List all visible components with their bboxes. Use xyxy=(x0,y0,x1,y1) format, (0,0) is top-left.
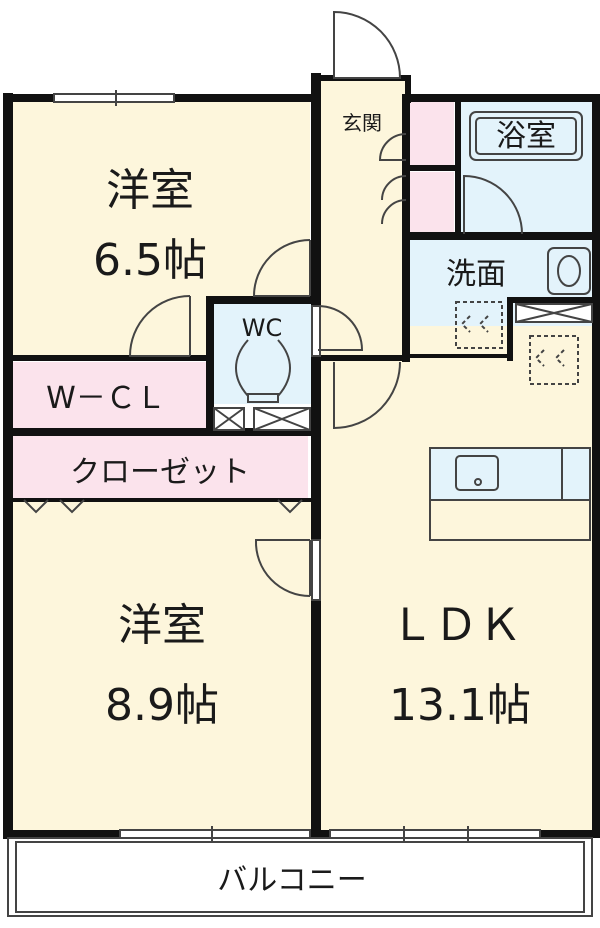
kitchen-counter xyxy=(429,447,591,541)
ldk-size: 13.1帖 xyxy=(389,680,531,731)
closet-label: クローゼット xyxy=(70,455,250,490)
vent-marks xyxy=(213,303,593,431)
walk-in-closet-label: W－ＣＬ xyxy=(46,381,166,416)
ldk-name: ＬＤＫ xyxy=(390,600,522,651)
western-room-1-name: 洋室 xyxy=(106,165,194,216)
closet-door-marks xyxy=(23,499,303,514)
western-room-2-door xyxy=(254,539,311,597)
toilet-door xyxy=(317,305,364,351)
bathroom-door xyxy=(463,174,523,235)
bathroom-label: 浴室 xyxy=(496,119,556,154)
walk-in-closet-area xyxy=(10,362,208,428)
walls xyxy=(3,73,600,839)
wash-basin-icon xyxy=(547,247,591,295)
room-fills xyxy=(8,80,594,914)
labels: 洋室 6.5帖 W－ＣＬ クローゼット WC 玄関 浴室 洗面 洋室 8.9帖 … xyxy=(46,111,556,898)
western-room-2-name: 洋室 xyxy=(118,600,206,651)
western-room-2-size: 8.9帖 xyxy=(105,680,219,731)
entrance-area xyxy=(318,80,406,356)
toilet-label: WC xyxy=(242,314,283,342)
ldk-area xyxy=(318,326,594,832)
bathtub-icon xyxy=(469,111,583,161)
balcony-area xyxy=(8,838,592,914)
entrance-storage-2 xyxy=(410,172,454,234)
toilet-icon xyxy=(235,339,291,403)
front-door xyxy=(333,10,402,79)
ldk-door xyxy=(333,361,401,430)
closet-area xyxy=(10,436,308,498)
sink-icon xyxy=(455,455,499,491)
washroom-label: 洗面 xyxy=(446,257,506,292)
doors xyxy=(128,10,523,597)
western-room-1-door xyxy=(252,239,311,297)
balcony-frame xyxy=(7,837,593,917)
windows xyxy=(53,90,541,842)
western-room-1-size: 6.5帖 xyxy=(93,235,207,286)
western-room-2-area xyxy=(10,502,314,832)
toilet-area xyxy=(212,304,314,404)
walk-in-closet-door xyxy=(128,295,191,357)
ceiling-fan-marks xyxy=(455,301,579,385)
entrance-label: 玄関 xyxy=(342,111,382,135)
balcony-label: バルコニー xyxy=(217,863,366,898)
entrance-storage-1 xyxy=(410,102,454,166)
